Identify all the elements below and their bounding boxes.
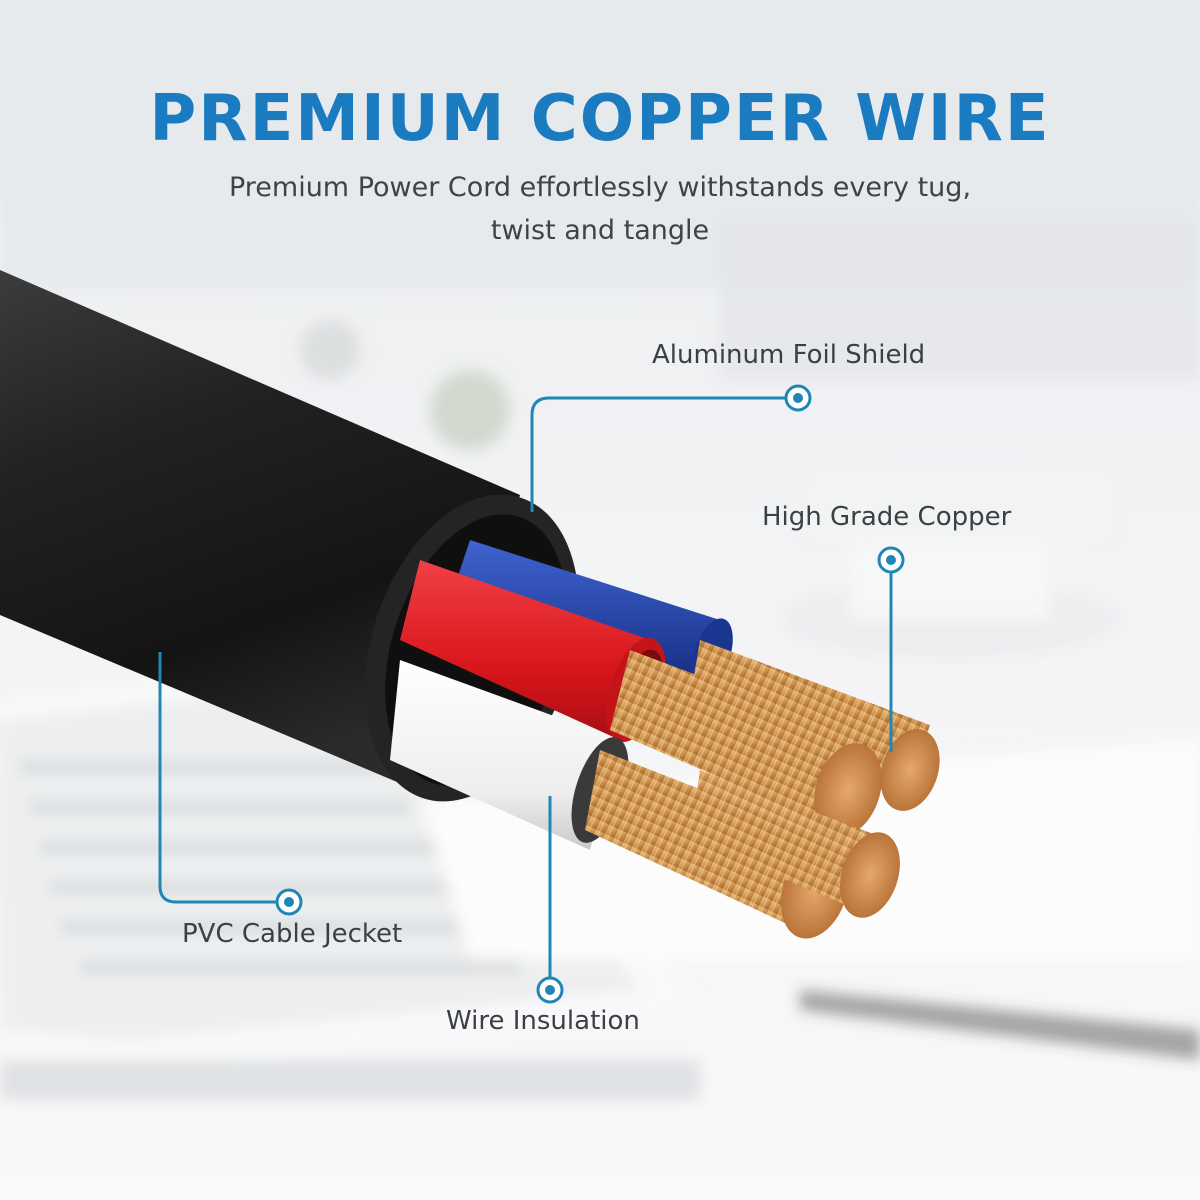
insulation-marker-icon	[536, 976, 564, 1004]
subtitle-line-1: Premium Power Cord effortlessly withstan…	[228, 172, 972, 203]
foil-callout-line	[530, 396, 785, 512]
jacket-callout-line	[158, 652, 276, 904]
background-objects	[0, 0, 1200, 1100]
label-high-grade-copper: High Grade Copper	[762, 502, 1012, 532]
copper-marker-icon	[877, 546, 905, 574]
label-aluminum-foil-shield: Aluminum Foil Shield	[652, 340, 926, 370]
red-wire	[400, 560, 882, 837]
jacket-marker-icon	[275, 888, 303, 916]
foil-marker-icon	[784, 384, 812, 412]
callout-lines	[158, 396, 893, 978]
label-wire-insulation: Wire Insulation	[446, 1006, 640, 1036]
subtitle-line-2: twist and tangle	[490, 215, 710, 246]
page-title: PREMIUM COPPER WIRE	[149, 82, 1051, 156]
label-pvc-cable-jacket: PVC Cable Jecket	[182, 919, 403, 949]
white-wire	[390, 660, 900, 939]
callout-markers	[275, 384, 905, 1004]
page-subtitle: Premium Power Cord effortlessly withstan…	[200, 166, 1000, 252]
